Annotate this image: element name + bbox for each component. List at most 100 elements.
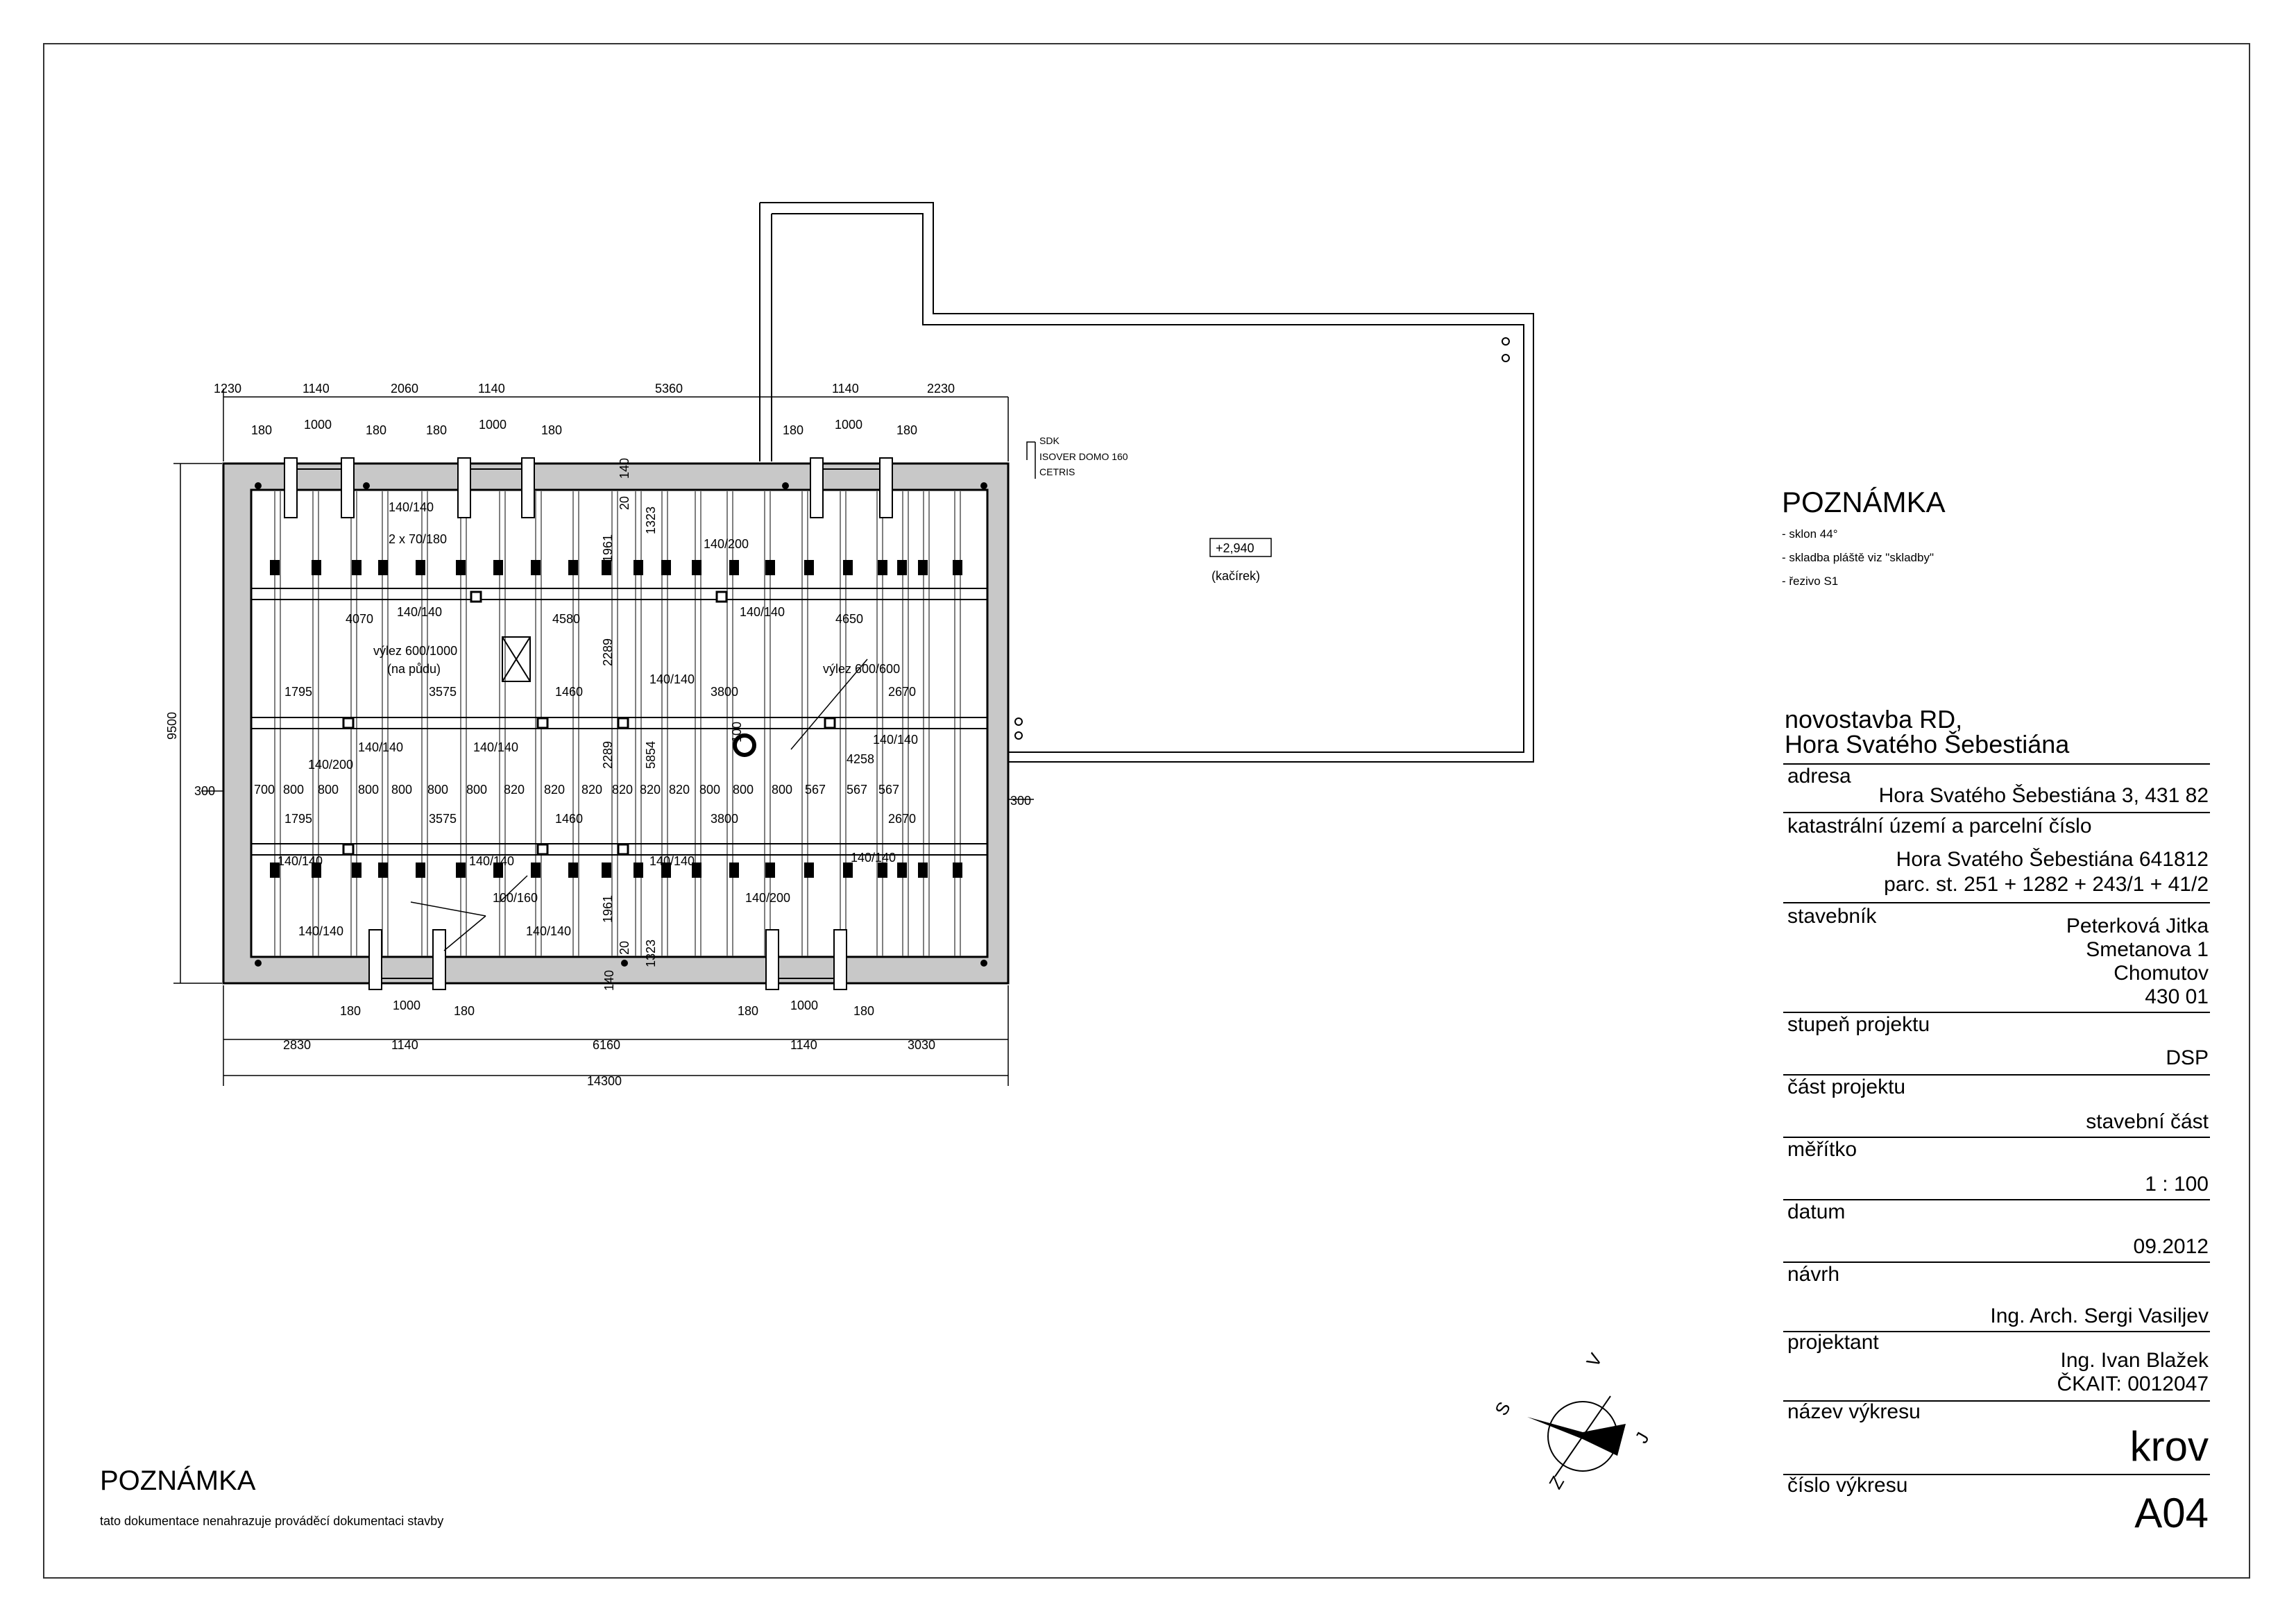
post — [843, 863, 853, 878]
rafter-spacing: 800 — [358, 783, 379, 797]
label-strut: 100/160 — [493, 891, 538, 905]
post — [531, 863, 541, 878]
address-label: adresa — [1787, 765, 1851, 788]
rule-1 — [1783, 763, 2210, 765]
dim-top-inner-1: 180 — [251, 423, 272, 437]
anchor — [363, 482, 370, 489]
dim-bottom-4: 1140 — [790, 1038, 817, 1052]
label-post-2: 140/140 — [397, 605, 442, 619]
dim-bottom-inner-2: 1000 — [393, 999, 420, 1012]
rafter-spacing: 800 — [466, 783, 487, 797]
level-mark: +2,940 — [1216, 541, 1255, 555]
dim-140-bottom: 140 — [602, 970, 616, 991]
dim-side-left: 300 — [194, 784, 215, 798]
label-rafter-pair: 2 x 70/180 — [389, 532, 447, 546]
date-value: 09.2012 — [2133, 1235, 2209, 1258]
layer-label-2: ISOVER DOMO 160 — [1039, 451, 1128, 462]
dim-bottom-inner-6: 180 — [853, 1004, 874, 1018]
label-post-11: 140/140 — [851, 851, 896, 865]
post — [953, 863, 962, 878]
rafter-spacing: 820 — [612, 783, 633, 797]
dim-2670-bottom: 2670 — [888, 812, 916, 826]
label-hatch-attic-note: (na půdu) — [387, 662, 441, 676]
post — [953, 560, 962, 575]
dim-overall-height: 9500 — [165, 712, 179, 740]
label-hatch-roof: výlez 600/600 — [823, 662, 900, 676]
dim-4070: 4070 — [346, 612, 373, 626]
rafter-spacing: 800 — [733, 783, 754, 797]
post — [378, 863, 388, 878]
post — [729, 560, 739, 575]
dim-20-bottom: 20 — [618, 941, 631, 955]
part-label: část projektu — [1787, 1076, 1906, 1098]
dim-bottom-3: 6160 — [593, 1038, 620, 1052]
dim-1323-bottom: 1323 — [644, 940, 658, 967]
dim-1323-top: 1323 — [644, 507, 658, 534]
post — [568, 560, 578, 575]
dim-top-inner-7: 180 — [783, 423, 803, 437]
rafter-spacing: 567 — [805, 783, 826, 797]
post — [456, 560, 466, 575]
rule-8 — [1783, 1261, 2210, 1263]
anchor — [782, 482, 789, 489]
anchor — [255, 960, 262, 967]
dim-2289-top: 2289 — [601, 638, 615, 666]
label-post-3: 140/140 — [740, 605, 785, 619]
dim-140-top: 140 — [618, 458, 631, 479]
dim-top-6: 1140 — [832, 382, 859, 396]
post — [804, 863, 814, 878]
dim-top-inner-9: 180 — [896, 423, 917, 437]
post — [715, 590, 728, 603]
anchor — [980, 482, 987, 489]
label-post-9: 140/140 — [469, 854, 514, 868]
dormer-bottom — [368, 929, 446, 990]
design-label: návrh — [1787, 1263, 1840, 1286]
label-post-5: 140/140 — [358, 740, 403, 754]
dim-bottom-inner-5: 1000 — [790, 999, 818, 1012]
note-right-item-1: - sklon 44° — [1782, 527, 1838, 541]
owner-city: Chomutov — [2114, 962, 2209, 985]
rule-6 — [1783, 1137, 2210, 1138]
dim-top-inner-2: 1000 — [304, 418, 332, 432]
dim-top-4: 1140 — [478, 382, 505, 396]
rule-7 — [1783, 1199, 2210, 1200]
post — [493, 560, 503, 575]
dim-bottom-inner-4: 180 — [738, 1004, 758, 1018]
label-post-13: 140/140 — [526, 924, 571, 938]
post — [729, 863, 739, 878]
note-right-title: POZNÁMKA — [1782, 486, 1946, 518]
rafter-spacing: 800 — [391, 783, 412, 797]
scale-label: měřítko — [1787, 1138, 1857, 1161]
dim-overall-width: 14300 — [587, 1074, 622, 1088]
rule-11 — [1783, 1474, 2210, 1475]
compass-v: V — [1582, 1349, 1606, 1370]
rafter-spacing: 800 — [772, 783, 792, 797]
owner-zip: 430 01 — [2145, 985, 2209, 1008]
post — [493, 863, 503, 878]
drawing-no-label: číslo výkresu — [1787, 1474, 1908, 1497]
post — [633, 863, 643, 878]
post — [692, 863, 701, 878]
anchor — [980, 960, 987, 967]
post — [378, 560, 388, 575]
dim-bottom-2: 1140 — [391, 1038, 418, 1052]
dim-2670-top: 2670 — [888, 685, 916, 699]
post — [824, 717, 836, 729]
dim-1795-bottom: 1795 — [284, 812, 312, 826]
dim-top-inner-6: 180 — [541, 423, 562, 437]
part-value: stavební část — [2086, 1110, 2209, 1133]
rafter-spacing: 800 — [699, 783, 720, 797]
address-value: Hora Svatého Šebestiána 3, 431 82 — [1878, 784, 2209, 807]
dim-3575-bottom: 3575 — [429, 812, 457, 826]
drawing-name-label: název výkresu — [1787, 1400, 1921, 1423]
note-right-item-2: - skladba pláště viz "skladby" — [1782, 551, 1934, 564]
label-post-8: 140/140 — [278, 854, 323, 868]
rafter-spacing: 820 — [640, 783, 661, 797]
rule-4 — [1783, 1012, 2210, 1013]
rule-10 — [1783, 1400, 2210, 1402]
rafter-spacing: 820 — [544, 783, 565, 797]
dormer-bottom — [765, 929, 847, 990]
dim-4650: 4650 — [835, 612, 863, 626]
stage-label: stupeň projektu — [1787, 1013, 1930, 1036]
